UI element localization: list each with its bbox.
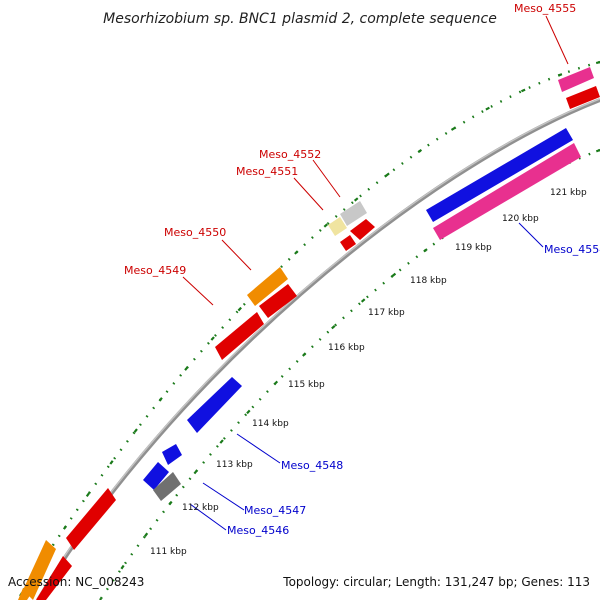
leader-4554 <box>518 222 544 248</box>
gene-4549-gene[interactable] <box>215 312 264 360</box>
tick-label: 116 kbp <box>328 343 365 353</box>
leader-4551 <box>293 177 324 211</box>
tick-label: 120 kbp <box>502 214 539 224</box>
leader-4552 <box>312 159 341 198</box>
gene-label-meso-4550[interactable]: Meso_4550 <box>164 226 226 239</box>
gene-4551-gene-b[interactable] <box>350 219 375 240</box>
gene-label-meso-4554[interactable]: Meso_4554 <box>544 243 600 256</box>
gene-lower-cds-orange-2[interactable] <box>18 588 31 600</box>
gene-4554-gene[interactable] <box>433 143 581 240</box>
gene-4551-cds[interactable] <box>328 217 347 236</box>
gene-4547-cds-a[interactable] <box>162 444 182 465</box>
gene-label-meso-4546[interactable]: Meso_4546 <box>227 524 289 537</box>
gene-4548-cds[interactable] <box>187 377 242 433</box>
gene-4550-gene[interactable] <box>259 284 297 318</box>
gene-4555-gene[interactable] <box>566 86 600 109</box>
leader-4549 <box>182 276 214 306</box>
map-title: Mesorhizobium sp. BNC1 plasmid 2, comple… <box>103 11 497 27</box>
feature-track <box>18 67 600 600</box>
tick-label: 118 kbp <box>410 276 447 286</box>
gene-4547-cds-b[interactable] <box>143 462 169 490</box>
gene-4555-cds[interactable] <box>558 67 594 92</box>
gene-label-meso-4551[interactable]: Meso_4551 <box>236 165 298 178</box>
gene-label-meso-4555[interactable]: Meso_4555 <box>514 2 576 15</box>
tick-label: 119 kbp <box>455 243 492 253</box>
leader-lines <box>182 15 569 531</box>
outer-tick-ring <box>18 60 600 597</box>
leader-4555 <box>545 15 569 65</box>
gene-4546-cds[interactable] <box>153 472 181 501</box>
gene-4554-cds[interactable] <box>426 128 573 222</box>
gene-4551-gene-a[interactable] <box>340 235 356 251</box>
gene-lower-cds-orange[interactable] <box>23 540 56 600</box>
tick-label: 117 kbp <box>368 308 405 318</box>
gene-lower-gene[interactable] <box>66 488 116 550</box>
gene-4552-cds[interactable] <box>340 201 367 226</box>
gene-label-meso-4547[interactable]: Meso_4547 <box>244 504 306 517</box>
tick-labels: 111 kbp 112 kbp 113 kbp 114 kbp 115 kbp 116 k… <box>150 188 587 557</box>
leader-4550 <box>221 239 252 271</box>
tick-label: 112 kbp <box>182 503 219 513</box>
gene-lower-gene-2[interactable] <box>36 556 72 600</box>
leader-4548 <box>236 433 281 464</box>
gene-label-meso-4549[interactable]: Meso_4549 <box>124 264 186 277</box>
gene-4550-cds[interactable] <box>247 267 288 306</box>
tick-label: 111 kbp <box>150 547 187 557</box>
tick-label: 115 kbp <box>288 380 325 390</box>
accession-label: Accession: NC_008243 <box>8 575 144 589</box>
sequence-backbone <box>36 98 600 600</box>
leader-4547 <box>202 482 245 511</box>
topology-label: Topology: circular; Length: 131,247 bp; … <box>282 575 590 589</box>
gene-labels: Meso_4555Meso_4552Meso_4551Meso_4550Meso… <box>124 2 600 537</box>
gene-label-meso-4548[interactable]: Meso_4548 <box>281 459 343 472</box>
gene-label-meso-4552[interactable]: Meso_4552 <box>259 148 321 161</box>
tick-label: 114 kbp <box>252 419 289 429</box>
tick-label: 113 kbp <box>216 460 253 470</box>
tick-label: 121 kbp <box>550 188 587 198</box>
leader-4546 <box>189 503 227 531</box>
sequence-backbone-highlight <box>36 98 600 600</box>
